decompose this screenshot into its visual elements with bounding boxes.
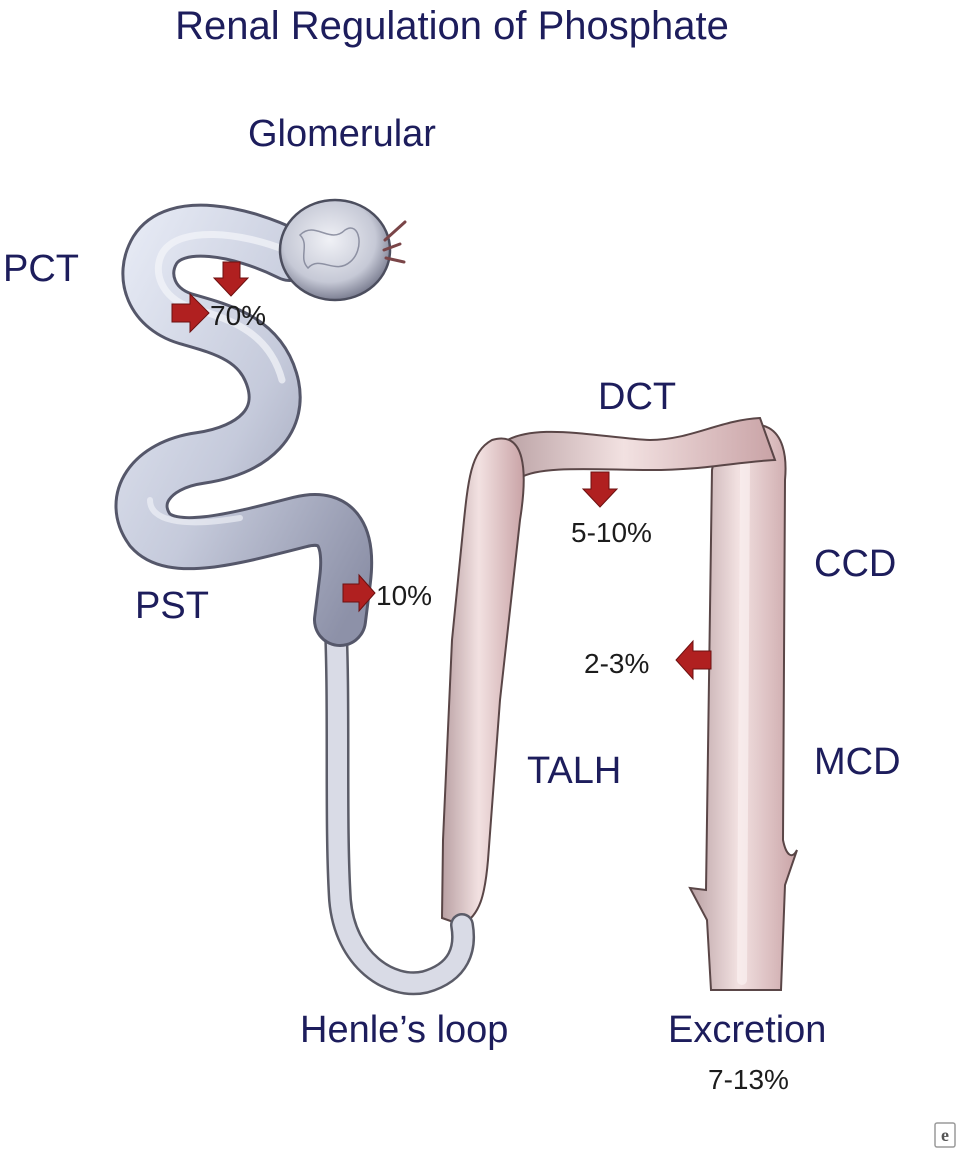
logo-letter: e [941, 1125, 949, 1145]
henle-loop [323, 598, 476, 996]
arrow-dct-down-icon [581, 471, 619, 508]
ccd-reabsorption-value: 2-3% [584, 648, 650, 679]
label-talh: TALH [527, 750, 622, 792]
dct-reabsorption-value: 5-10% [571, 517, 652, 548]
excretion-value: 7-13% [708, 1064, 789, 1095]
glomerulus [278, 198, 407, 302]
arrow-pst-right-icon [342, 573, 376, 613]
arrow-pct-right-icon [171, 292, 210, 334]
label-pct: PCT [3, 248, 79, 290]
label-excretion: Excretion [668, 1009, 827, 1051]
label-glomerular: Glomerular [248, 113, 436, 155]
distal-convoluted-tubule [498, 416, 777, 480]
diagram-title: Renal Regulation of Phosphate [175, 4, 729, 48]
label-dct: DCT [598, 376, 677, 418]
collecting-duct [688, 423, 798, 991]
label-ccd: CCD [814, 543, 897, 585]
arrow-ccd-left-icon [675, 639, 712, 681]
pst-reabsorption-value: 10% [376, 580, 433, 611]
proximal-tubule [114, 203, 374, 647]
arrow-glomerular-down-icon [212, 261, 250, 297]
thick-ascending-limb [440, 437, 525, 927]
label-pst: PST [135, 585, 209, 627]
label-mcd: MCD [814, 741, 901, 783]
e-logo-icon: e [934, 1122, 956, 1148]
label-henle-loop: Henle’s loop [300, 1009, 509, 1051]
pct-reabsorption-value: 70% [210, 300, 267, 331]
